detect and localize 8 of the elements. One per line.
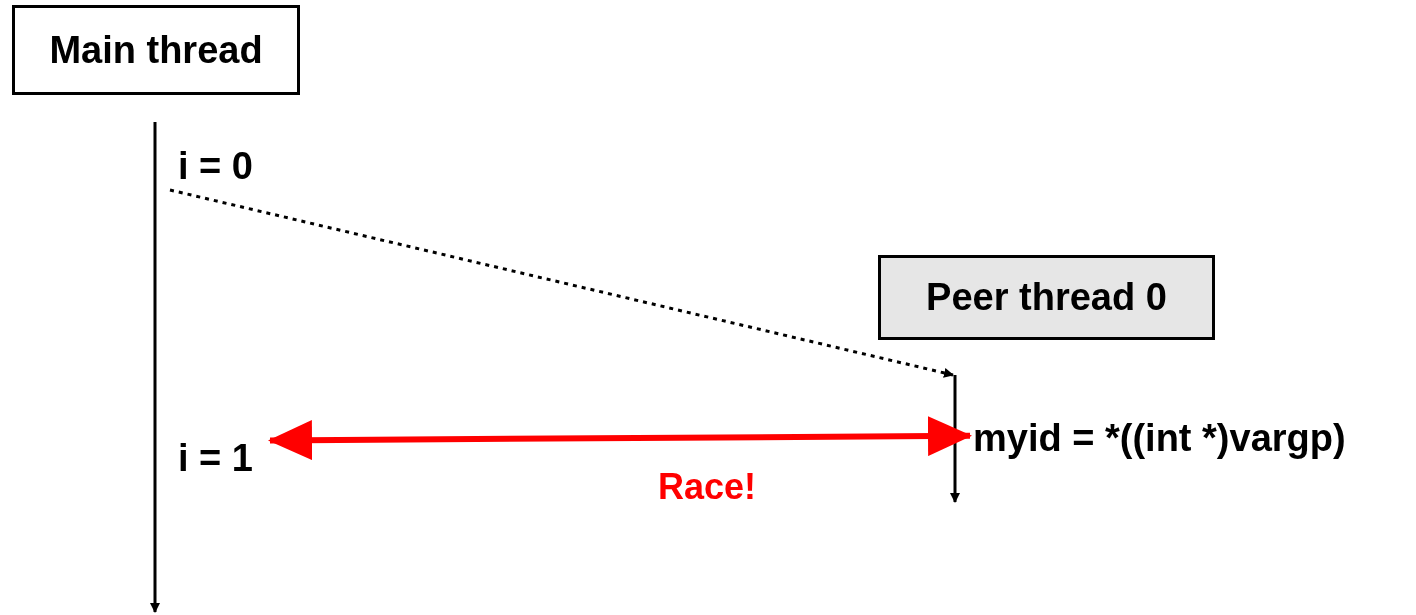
code-statement: myid = *((int *)vargp) (973, 416, 1403, 460)
thread-box: Peer thread 0 (878, 255, 1215, 340)
variable-value: i = 1 (178, 436, 268, 480)
edge-label: Race! (658, 466, 757, 508)
variable-value: i = 0 (178, 144, 268, 188)
double-headed-arrow (268, 416, 972, 461)
thread-box: Main thread (12, 5, 300, 95)
dotted-arrow (169, 188, 954, 378)
